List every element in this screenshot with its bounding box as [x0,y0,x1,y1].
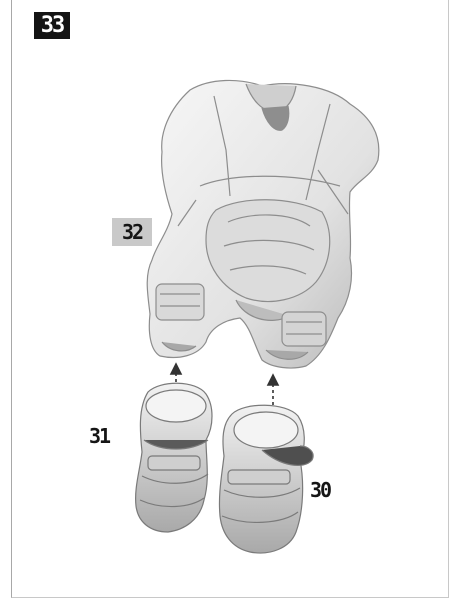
left-boot-part [136,383,212,532]
part-label-left-boot: 31 [89,424,109,448]
right-boot-part [219,405,313,553]
torso-armor-part [147,80,379,368]
part-label-right-boot: 30 [310,478,330,502]
part-label-torso: 32 [112,218,152,246]
